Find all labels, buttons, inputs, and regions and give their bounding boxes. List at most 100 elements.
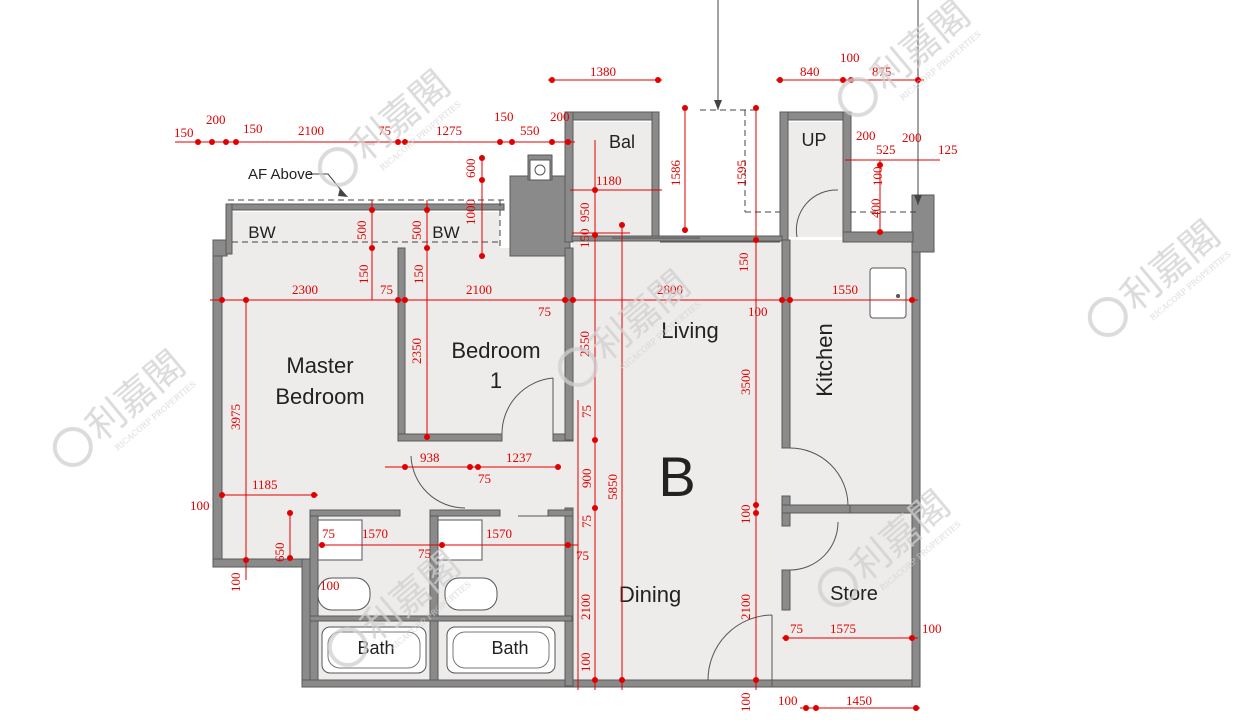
dim-label: 100 (190, 498, 210, 513)
dim-label: 75 (579, 515, 594, 528)
dimension-ticks (195, 77, 921, 711)
dim-label: 75 (579, 405, 594, 418)
dim-label: 100 (320, 578, 340, 593)
dim-label: 400 (868, 199, 883, 219)
dim-label: 150 (736, 253, 751, 273)
dim-label: 75 (576, 548, 589, 563)
dim-label: 75 (378, 123, 391, 138)
dim-label: 900 (579, 469, 594, 489)
dim-label: 840 (800, 64, 820, 79)
dim-label: 5850 (605, 474, 620, 500)
kitchen-label: Kitchen (812, 323, 837, 396)
dim-label: 1575 (830, 621, 856, 636)
dim-label: 2100 (298, 123, 324, 138)
dim-label: 75 (538, 304, 551, 319)
utility-platform-label: UP (801, 130, 826, 150)
dim-label: 525 (876, 142, 896, 157)
dim-label: 150 (577, 229, 592, 249)
unit-letter: B (658, 445, 695, 508)
dim-label: 200 (550, 109, 570, 124)
dim-label: 200 (902, 130, 922, 145)
dim-label: 100 (578, 653, 593, 673)
dim-label: 2300 (292, 282, 318, 297)
walls (212, 111, 935, 688)
pipe-box (529, 159, 551, 181)
dashed-outlines (228, 0, 922, 250)
dim-label: 500 (409, 221, 424, 241)
toilet-2 (444, 577, 498, 611)
dim-label: 1275 (436, 123, 462, 138)
dimension-texts: 150 200 150 2100 75 1275 150 550 200 138… (174, 50, 958, 712)
dim-label: 100 (748, 304, 768, 319)
dim-label: 600 (463, 159, 478, 179)
dim-label: 1450 (846, 693, 872, 708)
kitchen-sink (869, 267, 907, 319)
dim-label: 550 (520, 123, 540, 138)
dim-label: 75 (380, 282, 393, 297)
dim-label: 1180 (596, 173, 622, 188)
fixtures (317, 159, 907, 674)
dim-label: 150 (356, 265, 371, 285)
basin-1 (317, 519, 363, 561)
bath-2-label: Bath (491, 638, 528, 658)
bay-window-2-label: BW (432, 223, 459, 242)
dim-label: 100 (870, 167, 885, 187)
dim-label: 950 (577, 203, 592, 223)
dim-label: 875 (872, 64, 892, 79)
dim-label: 2100 (578, 594, 593, 620)
dim-label: 1570 (362, 526, 388, 541)
dim-label: 2100 (466, 282, 492, 297)
ricacorp-watermark: 利嘉閣 RICACORP PROPERTIES (1087, 212, 1233, 337)
dim-label: 150 (243, 121, 263, 136)
ricacorp-watermark: 利嘉閣 RICACORP PROPERTIES (52, 342, 198, 467)
dim-label: 1380 (590, 64, 616, 79)
dim-label: 200 (206, 112, 226, 127)
dim-label: 2800 (657, 282, 683, 297)
bathtub-1 (321, 626, 427, 674)
bedroom1-label-line2: 1 (490, 368, 502, 393)
dim-label: 100 (840, 50, 860, 65)
dim-label: 100 (922, 621, 942, 636)
dim-label: 3975 (228, 404, 243, 430)
dim-label: 75 (478, 471, 491, 486)
dim-label: 100 (738, 693, 753, 713)
dim-label: 650 (272, 543, 287, 563)
dim-label: 1185 (252, 477, 278, 492)
toilet-1 (317, 577, 371, 611)
dim-label: 100 (738, 505, 753, 525)
dim-label: 1570 (486, 526, 512, 541)
af-above-note: AF Above (248, 166, 313, 183)
dim-label: 100 (228, 573, 243, 593)
dim-label: 1595 (734, 160, 749, 186)
bay-window-1-label: BW (248, 223, 275, 242)
dim-label: 938 (420, 450, 440, 465)
living-label: Living (661, 318, 718, 343)
dim-label: 1000 (463, 199, 478, 225)
doors (410, 189, 849, 681)
dim-label: 75 (322, 526, 335, 541)
ricacorp-watermark: 利嘉閣 RICACORP PROPERTIES (837, 0, 983, 117)
dim-label: 1550 (832, 282, 858, 297)
dim-label: 3500 (738, 369, 753, 395)
dining-label: Dining (619, 582, 681, 607)
dim-label: 1237 (506, 450, 533, 465)
dim-label: 500 (354, 221, 369, 241)
dim-label: 150 (494, 109, 514, 124)
dim-label: 150 (174, 125, 194, 140)
master-bedroom-label-line1: Master (286, 353, 353, 378)
dim-label: 2100 (738, 594, 753, 620)
dim-label: 100 (778, 693, 798, 708)
basin-2 (437, 519, 483, 561)
dimension-lines (175, 79, 940, 709)
balcony-label: Bal (609, 132, 635, 152)
dim-label: 75 (790, 621, 803, 636)
master-bedroom-label-line2: Bedroom (275, 384, 364, 409)
dim-label: 200 (856, 128, 876, 143)
bedroom1-label-line1: Bedroom (451, 338, 540, 363)
bathtub-2 (446, 626, 556, 674)
dim-label: 75 (418, 546, 431, 561)
dim-label: 2350 (409, 338, 424, 364)
dim-label: 150 (411, 265, 426, 285)
dim-label: 1586 (668, 160, 683, 187)
